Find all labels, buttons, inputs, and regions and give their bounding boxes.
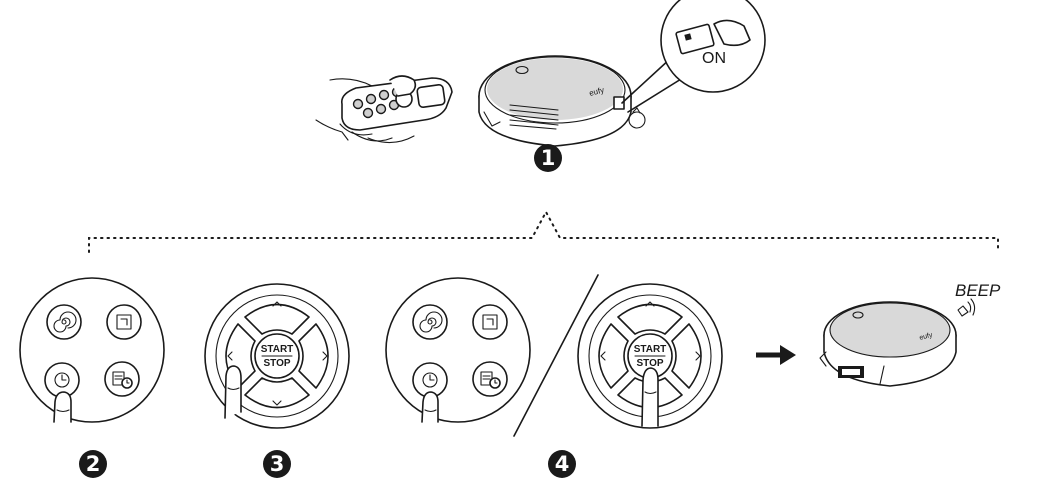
chevron-up-icon — [272, 301, 282, 307]
stop-label: STOP — [263, 358, 290, 369]
start-label: START — [261, 344, 294, 355]
schedule-button — [472, 361, 508, 397]
power-switch-callout: ON — [621, 0, 766, 113]
dotted-bracket — [88, 209, 999, 253]
robot-vacuum-beeping: eufy — [819, 301, 957, 387]
panel-step-2 — [19, 277, 165, 423]
panel-step-3: START STOP — [204, 283, 350, 429]
edge-button — [472, 304, 508, 340]
step-badge-1: 1 — [534, 144, 562, 172]
switch-on-label: ON — [702, 50, 726, 67]
svg-text:2: 2 — [86, 452, 101, 476]
robot-vacuum-top: eufy — [478, 55, 646, 147]
step-badge-3: 3 — [263, 450, 291, 478]
chevron-left-icon — [600, 351, 606, 361]
svg-text:1: 1 — [541, 146, 556, 170]
panel-step-4-dpad: START STOP — [577, 283, 723, 429]
or-divider-slash — [513, 274, 599, 437]
remote-in-hand-illustration — [315, 75, 453, 144]
beep-label: BEEP — [955, 281, 1001, 300]
chevron-up-icon — [645, 301, 655, 307]
step-badge-4: 4 — [548, 450, 576, 478]
right-arrow-icon — [756, 345, 796, 365]
edge-button — [106, 304, 142, 340]
start-label: START — [634, 344, 667, 355]
speaker-icon — [957, 298, 976, 317]
step-badge-2: 2 — [79, 450, 107, 478]
svg-text:eufy: eufy — [919, 332, 934, 342]
panel-step-4-buttons — [385, 277, 531, 423]
spot-button — [46, 304, 82, 340]
chevron-right-icon — [695, 351, 701, 361]
chevron-right-icon — [322, 351, 328, 361]
chevron-left-icon — [227, 351, 233, 361]
vent-grille — [509, 104, 559, 130]
svg-text:4: 4 — [555, 452, 570, 476]
stop-label: STOP — [636, 358, 663, 369]
svg-text:eufy: eufy — [588, 85, 605, 98]
beep-indicator: BEEP — [955, 281, 1001, 317]
schedule-button — [104, 361, 140, 397]
chevron-down-icon — [272, 400, 282, 406]
spot-button — [412, 304, 448, 340]
svg-text:3: 3 — [270, 452, 285, 476]
